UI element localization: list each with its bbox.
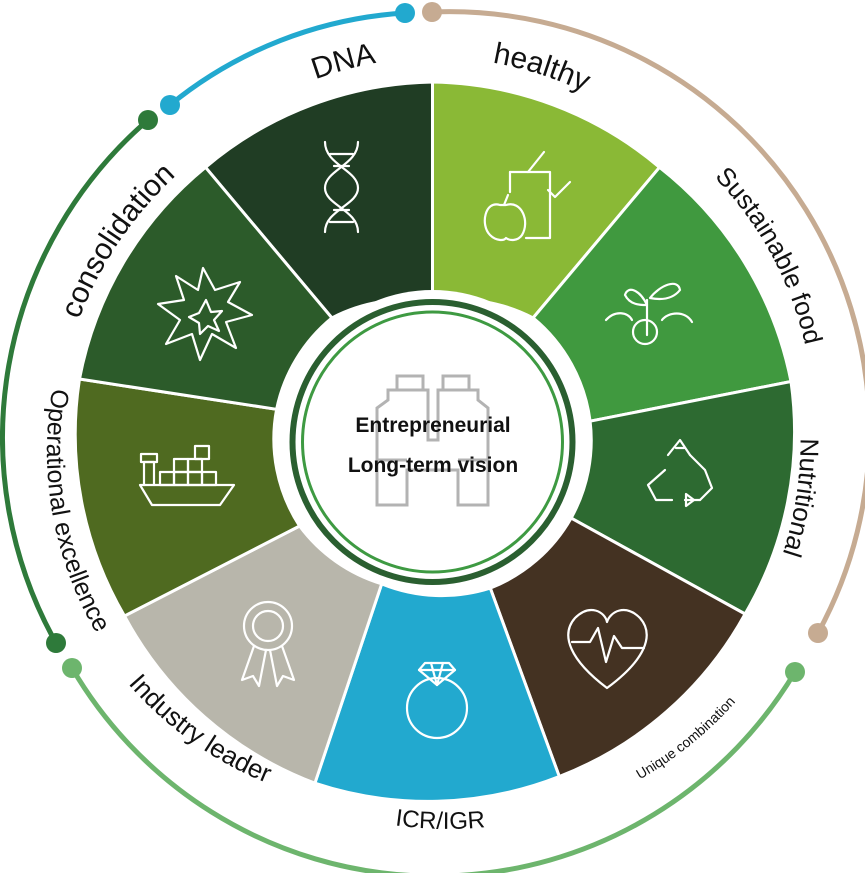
center-hub: Entrepreneurial Long-term vision bbox=[280, 290, 585, 594]
segment-sustainable-food bbox=[530, 165, 793, 423]
center-ring-inner bbox=[301, 310, 564, 574]
arc-end-blue-left bbox=[160, 95, 180, 115]
arc-tan bbox=[431, 9, 865, 635]
segment-unique-combination bbox=[488, 516, 748, 779]
arc-end-dark-green-bottom bbox=[46, 633, 66, 653]
center-title-line2: Long-term vision bbox=[348, 454, 518, 477]
center-ring-outer bbox=[289, 299, 576, 585]
arc-end-light-green-left bbox=[62, 658, 82, 678]
cargo-ship-icon bbox=[138, 444, 236, 507]
segment-operational-excellence bbox=[73, 377, 302, 618]
arc-light-green bbox=[69, 666, 798, 873]
arc-end-dark-green-top bbox=[138, 110, 158, 130]
apple-checklist-icon bbox=[483, 150, 572, 242]
diamond-ring-icon bbox=[405, 661, 469, 740]
segment-icr-igr bbox=[312, 581, 562, 803]
heartbeat-icon bbox=[567, 608, 648, 690]
label-icr-igr: ICR/IGR bbox=[394, 804, 486, 835]
arc-dark-green bbox=[0, 118, 150, 645]
arc-end-light-green-right bbox=[785, 662, 805, 682]
dna-icon bbox=[323, 140, 360, 234]
explosion-icon bbox=[156, 266, 254, 362]
arc-end-tan-top bbox=[422, 2, 442, 22]
segment-nutritional bbox=[569, 379, 797, 617]
arc-blue bbox=[168, 10, 406, 107]
label-dna: DNA bbox=[307, 37, 378, 86]
center-title-line1: Entrepreneurial bbox=[355, 414, 510, 437]
binoculars-icon bbox=[375, 374, 490, 507]
arc-end-tan-bottom bbox=[808, 623, 828, 643]
arc-end-blue-right bbox=[395, 3, 415, 23]
award-ribbon-icon bbox=[240, 600, 296, 688]
wheel-segments bbox=[73, 80, 797, 803]
sprout-icon bbox=[604, 282, 694, 346]
segment-industry-leader bbox=[122, 524, 384, 786]
label-healthy: healthy bbox=[491, 37, 595, 98]
segment-consolidation bbox=[77, 165, 335, 411]
recycle-icon bbox=[646, 438, 714, 508]
segment-icons bbox=[138, 140, 714, 740]
